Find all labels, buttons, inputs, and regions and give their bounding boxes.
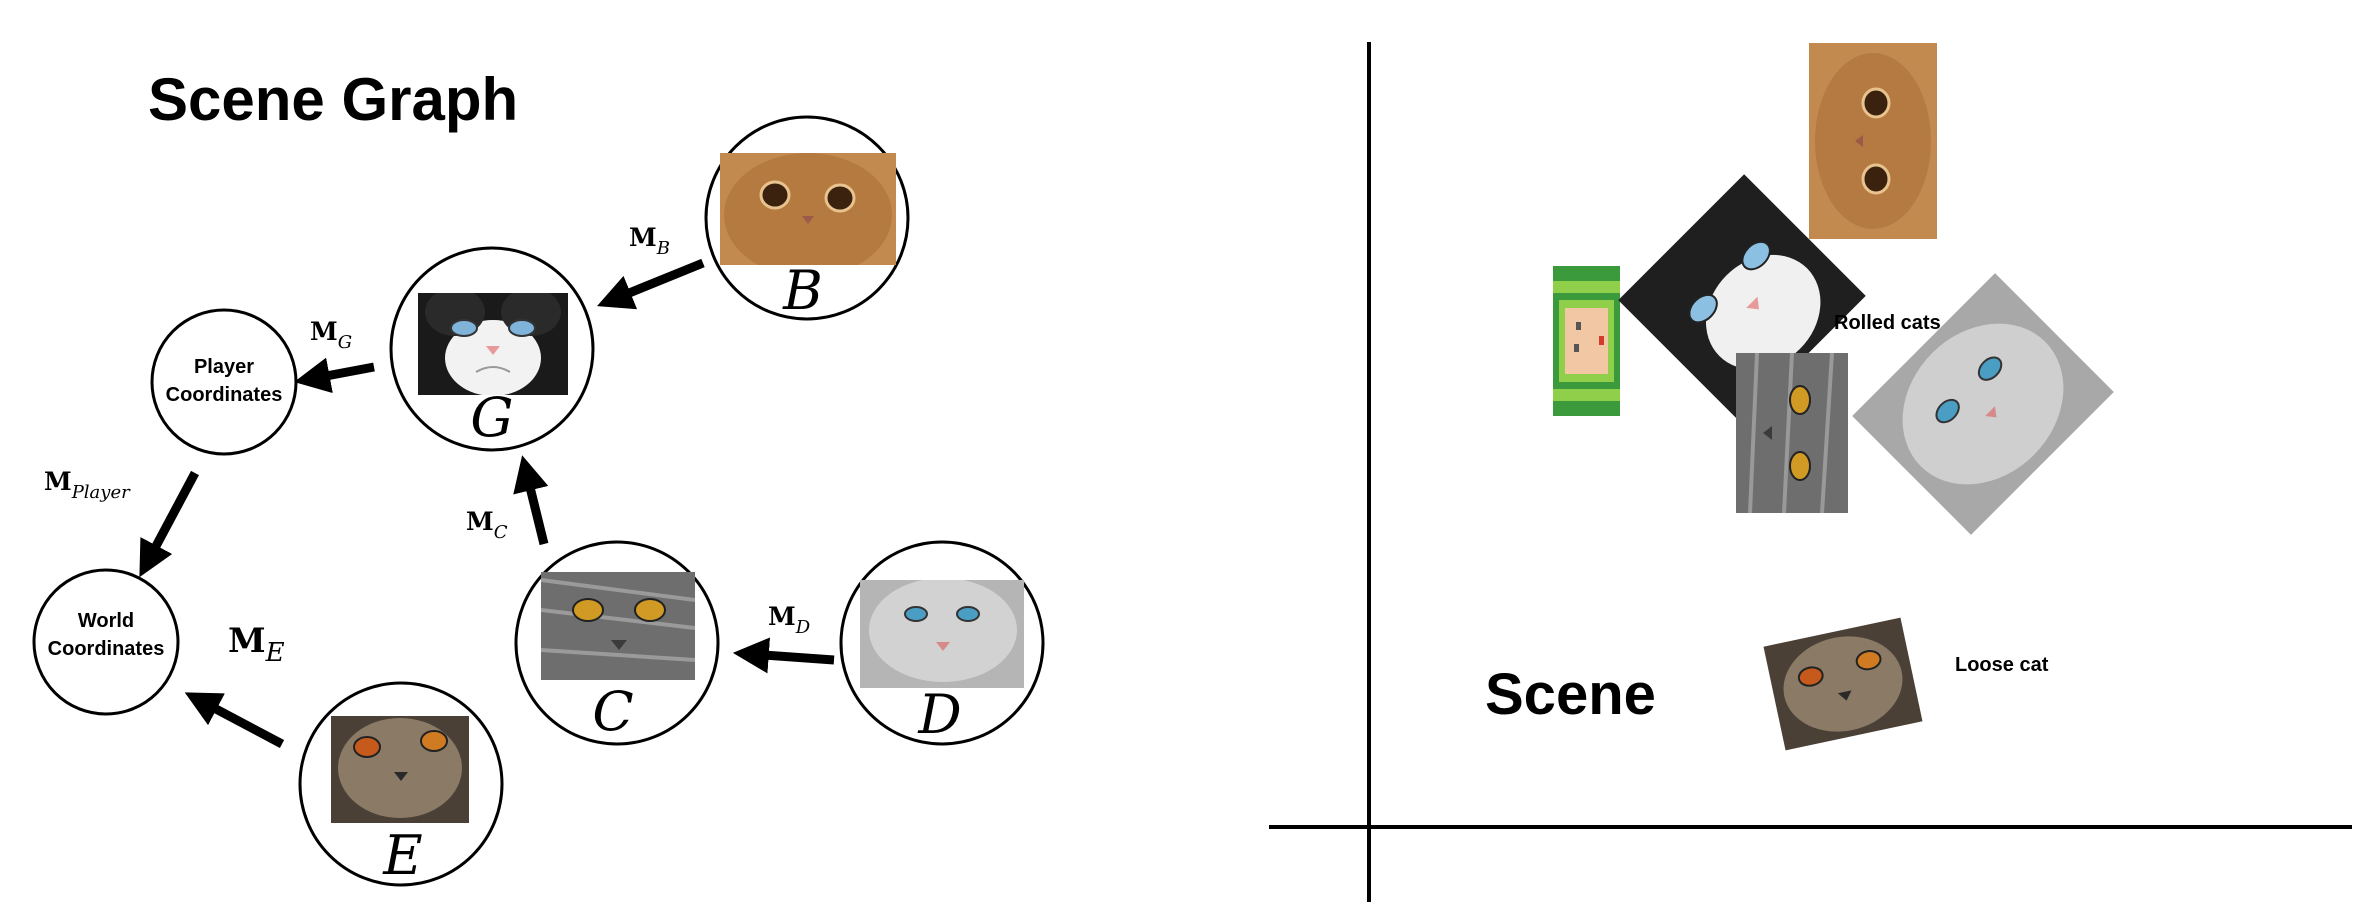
edge-m-e-sub: E [265,638,285,668]
arrow-e-to-world [184,692,285,748]
edge-label-m-b: MB [629,223,670,259]
node-b: B [704,115,910,322]
edge-m-c-base: M [466,507,494,536]
node-player-coordinates: Player Coordinates [150,308,298,456]
edge-label-m-d: MD [768,602,811,638]
edge-m-e-base: M [228,621,266,661]
edge-m-c-sub: C [494,522,508,543]
node-world-label-line2: Coordinates [48,638,165,660]
arrow-g-to-player [294,357,375,394]
edge-m-b-sub: B [656,238,670,259]
scene-cat-e [1763,617,1923,751]
cat-photo-g [418,293,568,395]
node-e-letter: E [382,824,422,887]
node-world-label-line1: World [78,610,134,632]
edge-label-m-c: MC [466,507,508,543]
edge-m-player-base: M [44,467,72,496]
scene-title: Scene [1485,662,1656,727]
node-d: D [839,540,1045,746]
loose-cat-label: Loose cat [1955,654,2049,676]
node-g-letter: G [470,386,513,449]
cat-photo-e [331,716,469,823]
cat-photo-b [720,153,896,265]
edge-m-g-base: M [310,317,338,346]
rolled-cats-label: Rolled cats [1834,312,1941,334]
arrow-c-to-g [513,455,549,546]
node-player-label-line2: Coordinates [166,384,283,406]
scene-cat-g [1618,174,1866,422]
edge-m-g-sub: G [338,332,352,353]
node-d-letter: D [917,683,961,746]
player-sprite [1553,266,1620,416]
edge-m-player-sub: Player [71,482,131,503]
node-player-label-line1: Player [194,356,254,378]
scene-cat-d [1852,273,2114,535]
edge-label-m-e: ME [228,621,285,668]
node-c-letter: C [592,680,633,743]
edge-label-m-g: MG [310,317,352,353]
edge-m-b-base: M [629,223,657,252]
edge-m-d-base: M [768,602,796,631]
scene-graph-title: Scene Graph [148,66,518,133]
node-g: G [389,246,595,452]
edge-label-m-player: MPlayer [44,467,131,503]
cat-photo-c [541,572,695,680]
node-b-letter: B [782,259,823,322]
edge-m-d-sub: D [795,617,811,638]
arrow-d-to-c [732,637,835,674]
node-world-coordinates: World Coordinates [32,568,180,716]
scene-cat-c [1736,352,1848,514]
cat-photo-d [860,580,1024,688]
arrow-player-to-world [139,470,199,578]
node-e: E [298,681,504,887]
scene-cat-b [1809,43,1937,239]
arrow-b-to-g [596,258,705,310]
node-c: C [514,540,720,746]
